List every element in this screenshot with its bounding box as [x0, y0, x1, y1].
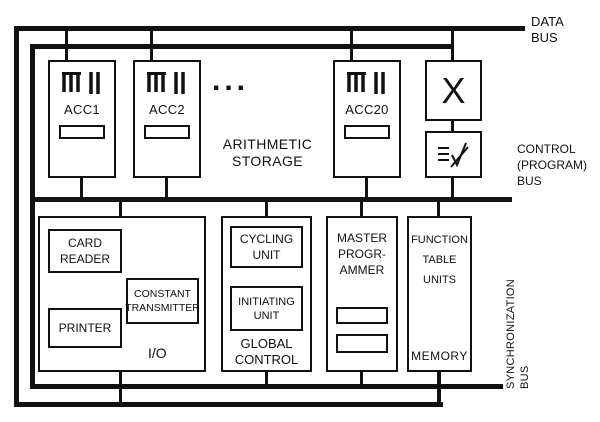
cycling-unit-box: CYCLING UNIT [230, 226, 303, 268]
accumulator-box-acc1: ACC1 [48, 60, 116, 178]
global-control-line1: GLOBAL [240, 336, 293, 351]
control-bus-label: CONTROL (PROGRAM) BUS [517, 141, 587, 189]
global-control-bus-connector [265, 200, 268, 218]
vacuum-tubes-icon [147, 72, 185, 94]
master-programmer-sync-bus-connector [360, 370, 363, 389]
accumulator-ellipsis: ... [212, 64, 250, 97]
initiating-unit-box: INITIATING UNIT [230, 286, 303, 331]
printer-box: PRINTER [48, 308, 122, 348]
master-programmer-slot-1 [336, 307, 388, 324]
data-bus-line-bottom [14, 402, 443, 407]
acc1-data-bus-connector [65, 29, 68, 62]
memory-label: MEMORY [411, 349, 468, 363]
initiating-unit-line1: INITIATING [238, 295, 295, 308]
acc20-control-bus-connector [365, 176, 368, 199]
card-reader-line2: READER [59, 252, 110, 266]
accumulator-label: ACC20 [345, 102, 389, 117]
io-label: I/O [148, 345, 167, 361]
accumulator-box-acc20: ACC20 [333, 60, 401, 178]
arithmetic-storage-line2: STORAGE [231, 153, 303, 169]
initiating-unit-line2: UNIT [253, 309, 280, 322]
function-table-units-box: FUNCTION TABLE UNITS MEMORY [407, 216, 472, 372]
sync-bus-label-line1: SYNCHRONIZATION [505, 278, 517, 389]
io-box: CARD READER PRINTER CONSTANT TRANSMITTER… [38, 216, 206, 372]
accumulator-register-slot [344, 125, 390, 139]
constant-transmitter-line1: CONSTANT [134, 288, 191, 300]
global-control-label: GLOBAL CONTROL [223, 336, 310, 368]
accumulator-label: ACC2 [149, 102, 185, 117]
function-table-label: FUNCTION TABLE UNITS [409, 230, 470, 290]
accumulator-box-acc2: ACC2 [133, 60, 201, 178]
printer-label: PRINTER [58, 321, 112, 335]
master-programmer-control-bus-connector [360, 200, 363, 218]
io-bottom-bus-connector [119, 370, 122, 404]
cycling-unit-line1: CYCLING [239, 232, 294, 246]
memory-control-bus-connector [437, 200, 440, 218]
io-control-bus-connector [119, 200, 122, 218]
master-programmer-line1: MASTER [336, 231, 387, 245]
divider-control-bus-connector [451, 176, 454, 199]
constant-transmitter-line2: TRANSMITTER [125, 302, 200, 314]
multiplier-divider-connector [451, 119, 454, 133]
master-programmer-box: MASTER PROGR- AMMER [326, 216, 398, 372]
accumulator-label: ACC1 [64, 102, 100, 117]
memory-bottom-bus-connector [437, 370, 441, 405]
master-programmer-slot-2 [336, 334, 388, 353]
acc2-control-bus-connector [165, 176, 168, 199]
data-bus-label: DATA BUS [531, 14, 564, 46]
master-programmer-line2: PROGR- [338, 247, 386, 261]
program-bus-line-left [30, 44, 35, 389]
card-reader-line1: CARD [67, 236, 102, 250]
function-table-line3: UNITS [423, 274, 456, 286]
data-bus-label-line2: BUS [531, 30, 558, 45]
data-bus-line-left [14, 26, 19, 407]
accumulator-register-slot [144, 125, 190, 139]
sync-bus-label: SYNCHRONIZATION BUS [504, 279, 532, 389]
acc20-data-bus-connector [350, 29, 353, 62]
divider-square-rooter-box [425, 131, 482, 178]
master-programmer-line3: AMMER [339, 263, 385, 277]
multiplier-box: X [425, 60, 482, 121]
cycling-unit-line2: UNIT [252, 248, 281, 262]
sync-bus-label-line2: BUS [519, 365, 531, 389]
divider-square-rooter-icon [437, 142, 469, 168]
program-bus-line-top [30, 44, 454, 49]
multiplier-x-symbol: X [441, 69, 466, 111]
function-table-line2: TABLE [422, 254, 457, 266]
card-reader-box: CARD READER [48, 229, 122, 273]
vacuum-tubes-icon [62, 72, 100, 94]
function-table-line1: FUNCTION [411, 234, 468, 246]
control-bus-line [30, 197, 512, 202]
global-control-line2: CONTROL [234, 352, 299, 367]
data-bus-label-line1: DATA [531, 14, 564, 29]
data-bus-line-top [14, 26, 525, 31]
accumulator-register-slot [59, 125, 105, 139]
constant-transmitter-box: CONSTANT TRANSMITTER [125, 278, 200, 324]
global-sync-bus-connector [265, 370, 268, 389]
control-bus-label-line2: (PROGRAM) [517, 158, 587, 172]
acc2-data-bus-connector [150, 29, 153, 62]
arithmetic-storage-label: ARITHMETIC STORAGE [205, 136, 330, 170]
master-programmer-label: MASTER PROGR- AMMER [328, 230, 396, 278]
arithmetic-storage-line1: ARITHMETIC [222, 136, 313, 152]
multiplier-data-bus-connector [451, 29, 454, 62]
acc1-control-bus-connector [80, 176, 83, 199]
vacuum-tubes-icon [347, 72, 385, 94]
global-control-box: CYCLING UNIT INITIATING UNIT GLOBAL CONT… [221, 216, 312, 372]
control-bus-label-line3: BUS [517, 174, 542, 188]
control-bus-label-line1: CONTROL [517, 142, 576, 156]
